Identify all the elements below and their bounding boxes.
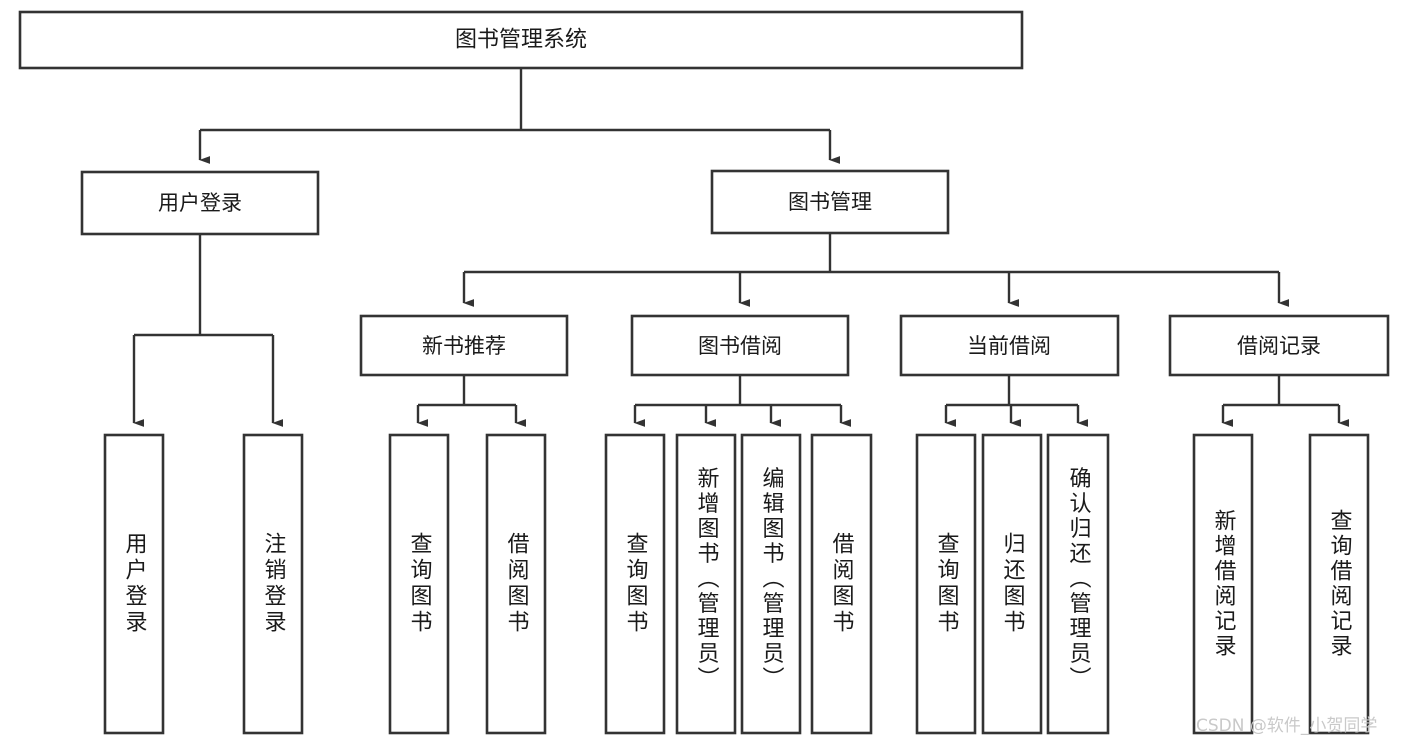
node-book-borrow-box[interactable]	[630, 314, 850, 377]
leaf-book-borrow-0-box[interactable]	[604, 433, 666, 735]
leaf-book-borrow-1[interactable]: 新增图书（管理员）	[675, 433, 737, 735]
leaf-borrow-record-0-box[interactable]	[1192, 433, 1254, 735]
leaf-current-borrow-1-label: 归还图书	[1000, 532, 1026, 636]
leaf-book-borrow-0-label: 查询图书	[623, 532, 649, 636]
node-user-login-box[interactable]	[80, 170, 320, 236]
node-book-borrow-label: 图书借阅	[698, 334, 782, 358]
leaf-current-borrow-2-label: 确认归还（管理员）	[1066, 467, 1092, 692]
node-borrow-record[interactable]: 借阅记录	[1168, 314, 1390, 377]
leaf-user-login-0-box[interactable]	[103, 433, 165, 735]
leaf-current-borrow-0-box[interactable]	[915, 433, 977, 735]
leaf-user-login-0[interactable]: 用户登录	[103, 433, 165, 735]
leaf-book-borrow-2-box[interactable]	[740, 433, 802, 735]
connector-group-book-borrow	[633, 375, 852, 428]
leaf-new-book-0-label: 查询图书	[407, 532, 433, 636]
leaf-current-borrow-0[interactable]: 查询图书	[915, 433, 977, 735]
leaf-book-borrow-3-box[interactable]	[810, 433, 873, 735]
node-user-login-label: 用户登录	[158, 191, 242, 215]
leaf-new-book-1[interactable]: 借阅图书	[485, 433, 547, 735]
node-book-management-box[interactable]	[710, 169, 950, 235]
leaf-current-borrow-0-label: 查询图书	[934, 532, 960, 636]
leaf-user-login-1-box[interactable]	[242, 433, 304, 735]
leaf-new-book-0-box[interactable]	[388, 433, 450, 735]
leaf-new-book-1-label: 借阅图书	[504, 532, 530, 636]
connector-group-current-borrow	[944, 375, 1089, 428]
leaf-current-borrow-2-box[interactable]	[1046, 433, 1110, 735]
leaf-borrow-record-0[interactable]: 新增借阅记录	[1192, 433, 1254, 735]
leaf-borrow-record-1-box[interactable]	[1308, 433, 1370, 735]
connector-group-root	[198, 68, 841, 165]
leaf-new-book-1-box[interactable]	[485, 433, 547, 735]
connector-group-book-management	[462, 233, 1290, 308]
node-book-borrow[interactable]: 图书借阅	[630, 314, 850, 377]
leaf-current-borrow-2[interactable]: 确认归还（管理员）	[1046, 433, 1110, 735]
node-root-box[interactable]	[18, 10, 1024, 70]
leaf-current-borrow-1-box[interactable]	[981, 433, 1043, 735]
node-new-book-recommend-label: 新书推荐	[422, 334, 506, 358]
leaf-current-borrow-1[interactable]: 归还图书	[981, 433, 1043, 735]
node-new-book-recommend-box[interactable]	[359, 314, 569, 377]
node-current-borrow-label: 当前借阅	[967, 334, 1051, 358]
node-borrow-record-label: 借阅记录	[1237, 334, 1321, 358]
leaf-user-login-1[interactable]: 注销登录	[242, 433, 304, 735]
node-book-management[interactable]: 图书管理	[710, 169, 950, 235]
leaf-book-borrow-3[interactable]: 借阅图书	[810, 433, 873, 735]
leaf-user-login-0-label: 用户登录	[122, 532, 148, 636]
connector-group-user-login	[132, 234, 284, 428]
connector-group-borrow-record	[1221, 375, 1350, 428]
leaf-book-borrow-1-label: 新增图书（管理员）	[694, 467, 720, 692]
node-user-login[interactable]: 用户登录	[80, 170, 320, 236]
leaf-user-login-1-label: 注销登录	[261, 532, 287, 636]
leaf-book-borrow-0[interactable]: 查询图书	[604, 433, 666, 735]
leaf-borrow-record-1-label: 查询借阅记录	[1327, 509, 1353, 659]
node-borrow-record-box[interactable]	[1168, 314, 1390, 377]
node-new-book-recommend[interactable]: 新书推荐	[359, 314, 569, 377]
node-current-borrow-box[interactable]	[899, 314, 1120, 377]
leaf-new-book-0[interactable]: 查询图书	[388, 433, 450, 735]
leaf-borrow-record-1[interactable]: 查询借阅记录	[1308, 433, 1370, 735]
leaf-borrow-record-0-label: 新增借阅记录	[1211, 509, 1237, 659]
leaf-book-borrow-3-label: 借阅图书	[829, 532, 855, 636]
leaf-book-borrow-1-box[interactable]	[675, 433, 737, 735]
node-root-label: 图书管理系统	[455, 28, 587, 53]
node-book-management-label: 图书管理	[788, 190, 872, 214]
node-current-borrow[interactable]: 当前借阅	[899, 314, 1120, 377]
connector-group-new-book-recommend	[416, 375, 527, 428]
watermark-label: CSDN @软件_小贺同学	[1196, 716, 1377, 736]
leaf-book-borrow-2[interactable]: 编辑图书（管理员）	[740, 433, 802, 735]
leaf-book-borrow-2-label: 编辑图书（管理员）	[759, 467, 785, 692]
node-root[interactable]: 图书管理系统	[18, 10, 1024, 70]
